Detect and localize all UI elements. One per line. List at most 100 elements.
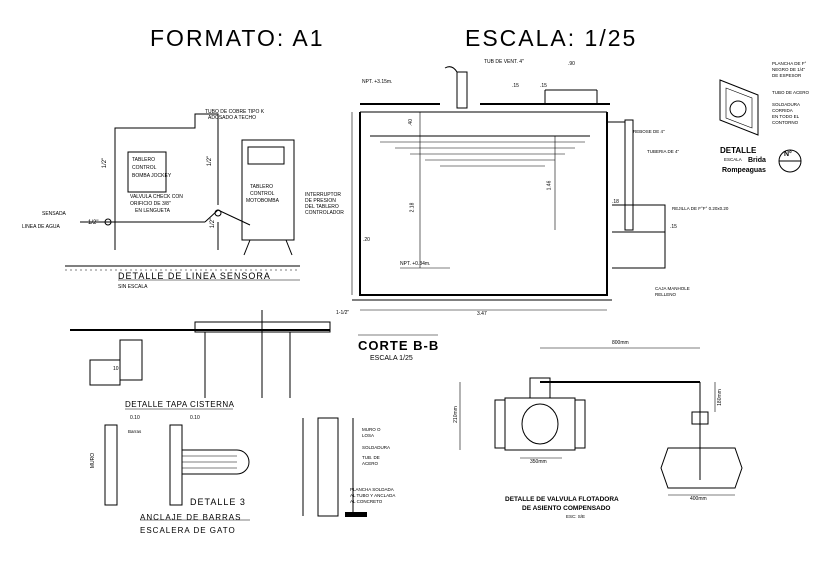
label-interruptor-1: INTERRUPTOR bbox=[305, 192, 342, 198]
valve-title-1: DETALLE DE VALVULA FLOTADORA bbox=[505, 496, 619, 503]
valve-stem bbox=[529, 377, 551, 399]
label-rejilla: REJILLA DE F°F° 0.20x0.20 bbox=[672, 206, 729, 211]
sensor-subtitle: SIN ESCALA bbox=[118, 284, 148, 290]
anclaje-wall-1 bbox=[104, 424, 118, 506]
brida-detail bbox=[719, 79, 802, 173]
anclaje-wall-2 bbox=[169, 424, 183, 506]
tapa-dim-15: 1-1/2" bbox=[336, 310, 350, 316]
label-soldadura: SOLDADURA bbox=[772, 102, 801, 107]
label-npt-top: NPT. +3.15m. bbox=[362, 79, 393, 85]
label-valvula-3: EN LENGUETA bbox=[135, 208, 170, 214]
sheet-scale: ESCALA: 1/25 bbox=[465, 25, 638, 51]
dim-15a: .15 bbox=[512, 83, 519, 89]
label-linea-agua: LINEA DE AGUA bbox=[22, 224, 60, 230]
label-caja-2: RELLENO bbox=[655, 292, 677, 297]
anclaje-title-1: ANCLAJE DE BARRAS bbox=[140, 513, 242, 522]
valve-dim-bottom: 400mm bbox=[690, 496, 707, 502]
muro-label-1: MURO O bbox=[362, 427, 381, 432]
label-interruptor-3: DEL TABLERO bbox=[305, 204, 339, 210]
sensor-line-detail bbox=[65, 113, 300, 281]
anclaje-dim-b: 0.10 bbox=[190, 415, 200, 421]
panel-display bbox=[247, 146, 285, 165]
valve-dim-right: 180mm bbox=[716, 389, 723, 406]
copper-tube bbox=[114, 113, 219, 230]
valve-flange-l bbox=[494, 399, 506, 449]
muro-column bbox=[317, 417, 339, 517]
muro-label-2: LOSA bbox=[362, 433, 375, 438]
float-coupling bbox=[691, 411, 709, 425]
label-tab-moto-1: TABLERO bbox=[250, 184, 273, 190]
dim-40: .40 bbox=[407, 119, 414, 126]
panel-leg-r bbox=[285, 239, 293, 256]
anclaje-dim-a: 0.10 bbox=[130, 415, 140, 421]
label-soldadura-2: CORRIDA bbox=[772, 108, 793, 113]
label-caja: CAJA MANHOLE bbox=[655, 286, 690, 291]
anclaje-bar bbox=[182, 449, 250, 475]
motopump-panel bbox=[241, 139, 295, 241]
cistern-section bbox=[351, 66, 666, 336]
label-plancha-3: DE ESPESOR bbox=[772, 73, 802, 78]
anclaje-barras: Barras bbox=[128, 429, 142, 434]
manhole-box bbox=[612, 204, 666, 269]
label-adosado: ADOSADO A TECHO bbox=[208, 115, 256, 121]
valve-title-2: DE ASIENTO COMPENSADO bbox=[522, 505, 611, 512]
dim-15b: .15 bbox=[540, 83, 547, 89]
muro-label-8: AL CONCRETO bbox=[350, 499, 383, 504]
label-tuberia: TUBERIA DE 4" bbox=[647, 149, 680, 154]
sheet-format: FORMATO: A1 bbox=[150, 25, 325, 51]
cistern-walls bbox=[359, 112, 608, 296]
tapa-side bbox=[119, 339, 143, 381]
dim-146: 1.46 bbox=[546, 180, 553, 191]
label-tubo-acero: TUBO DE ACERO bbox=[772, 90, 810, 95]
label-rebose: REBOSE DE 4" bbox=[633, 129, 665, 134]
jockey-panel bbox=[127, 151, 167, 193]
brida-title: DETALLE bbox=[720, 146, 757, 155]
brida-numero: N° bbox=[784, 151, 792, 158]
muro-label-7: AL TUBO Y ANCLADA bbox=[350, 493, 396, 498]
label-valvula-2: ORIFICIO DE 3/8" bbox=[130, 201, 171, 207]
tapa-title: DETALLE TAPA CISTERNA bbox=[125, 400, 235, 409]
dim-half-c: 1/2" bbox=[88, 220, 99, 226]
brida-hatch bbox=[725, 87, 753, 129]
label-tablero-1: TABLERO bbox=[132, 157, 155, 163]
tapa-detail bbox=[70, 310, 331, 410]
anclaje-title-2: ESCALERA DE GATO bbox=[140, 526, 236, 535]
muro-label-3: SOLDADURA bbox=[362, 445, 391, 450]
label-interruptor-2: DE PRESION bbox=[305, 198, 336, 204]
valve-dim-base: 350mm bbox=[530, 459, 547, 465]
overflow-pipe bbox=[624, 119, 634, 231]
float-valve-detail bbox=[459, 347, 743, 496]
dim-half-a: 1/2" bbox=[102, 157, 109, 169]
label-plancha: PLANCHA DE F° bbox=[772, 61, 807, 66]
muro-detail bbox=[302, 417, 367, 517]
anclaje-detail bbox=[104, 424, 250, 521]
tapa-frame bbox=[89, 359, 121, 386]
dim-90: .90 bbox=[568, 61, 575, 67]
label-valvula-1: VALVULA CHECK CON bbox=[130, 194, 183, 200]
label-soldadura-4: CONTORNO bbox=[772, 120, 799, 125]
brida-tube bbox=[729, 100, 747, 118]
dim-18: .18 bbox=[612, 199, 619, 205]
label-sensada: SENSADA bbox=[42, 211, 66, 217]
valve-dim-left: 210mm bbox=[452, 406, 459, 423]
label-tablero-3: BOMBA JOCKEY bbox=[132, 173, 172, 179]
label-tab-moto-3: MOTOBOMBA bbox=[246, 198, 279, 204]
label-plancha-2: NEGRO DE 1/4" bbox=[772, 67, 806, 72]
dim-half-b: 1/2" bbox=[207, 155, 214, 167]
valve-scale: ESC: S/E bbox=[566, 514, 586, 519]
anclaje-muro: MURO bbox=[90, 452, 97, 469]
brida-escala: ESCALA bbox=[724, 157, 742, 162]
dim-20: .20 bbox=[363, 237, 370, 243]
brida-name-1: Brida bbox=[748, 157, 766, 164]
muro-label-6: PLANCHA SOLDADA bbox=[350, 487, 394, 492]
float-ball bbox=[660, 447, 743, 489]
muro-plate bbox=[345, 512, 367, 517]
dim-half-d: 1/2" bbox=[210, 217, 217, 229]
label-tablero-2: CONTROL bbox=[132, 165, 157, 171]
dim-218: 2.18 bbox=[409, 202, 416, 213]
cistern-scale: ESCALA 1/25 bbox=[370, 355, 413, 362]
muro-label-4: TUB. DE bbox=[362, 455, 380, 460]
dim-347: 3.47 bbox=[477, 311, 487, 317]
label-tab-moto-2: CONTROL bbox=[250, 191, 275, 197]
